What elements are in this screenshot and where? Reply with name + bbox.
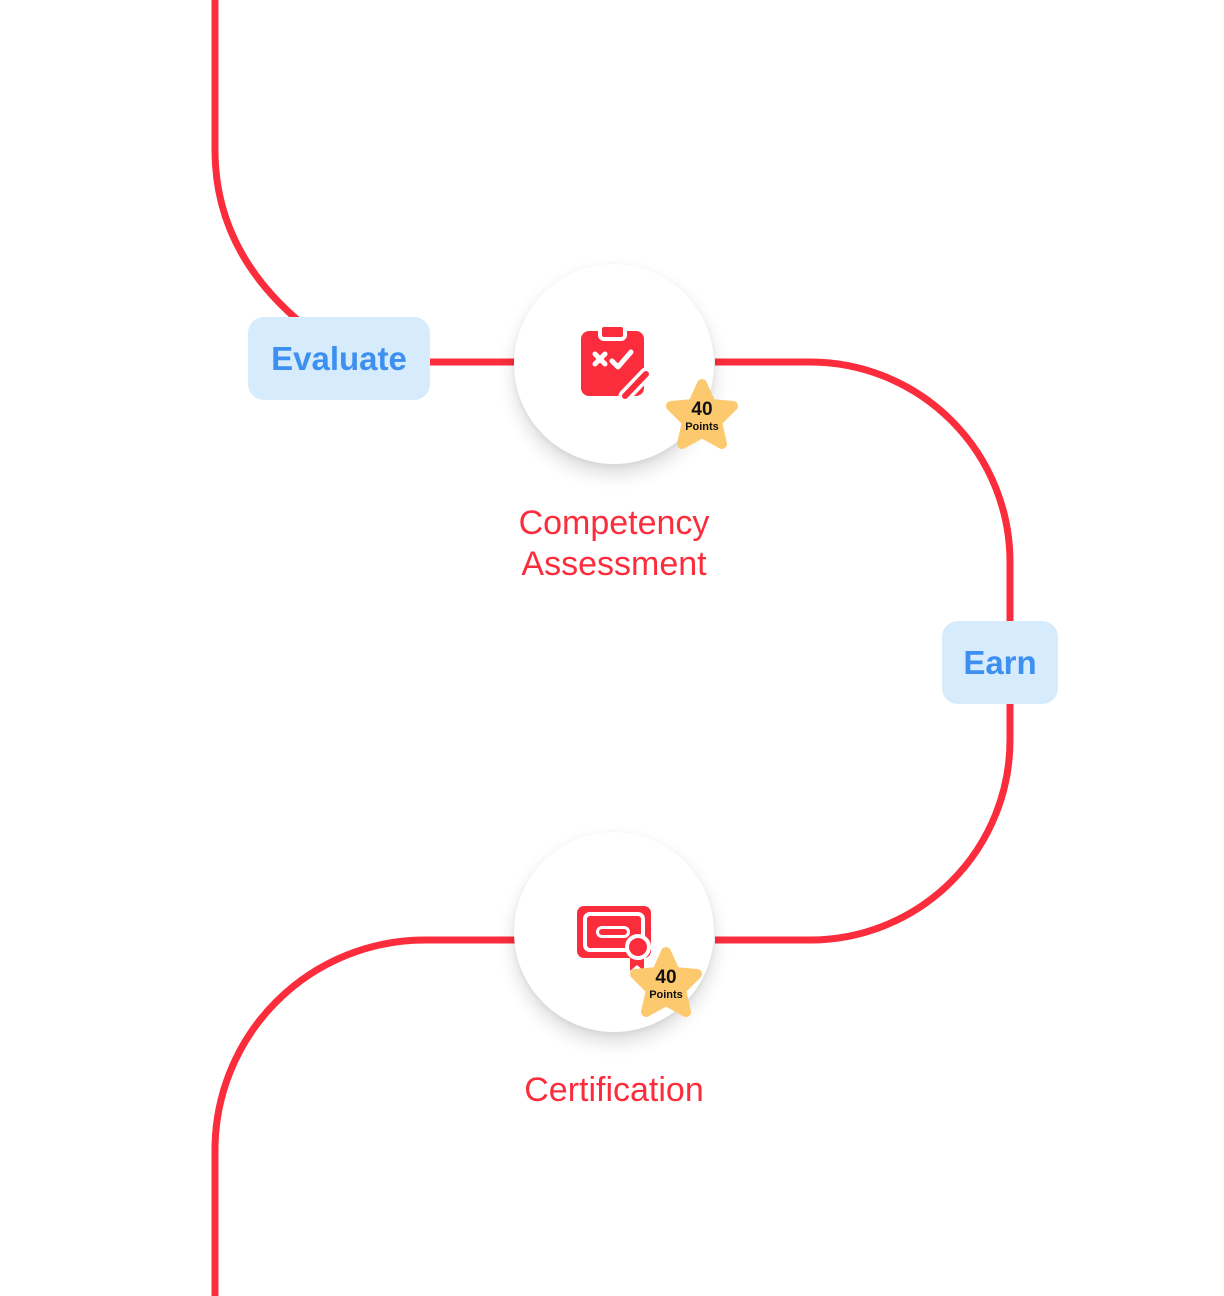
clipboard-check-icon (576, 323, 653, 407)
connector-label-earn: Earn (942, 621, 1058, 704)
points-unit: Points (685, 421, 719, 433)
star-icon (666, 379, 738, 449)
step-title: Competency Assessment (518, 504, 710, 583)
step-title: Certification (524, 1071, 704, 1109)
star-icon (630, 947, 702, 1017)
points-unit: Points (649, 989, 683, 1001)
points-value: 40 (655, 967, 677, 988)
path-line (211, 0, 1014, 1296)
certificate-icon (574, 903, 658, 978)
points-value: 40 (691, 399, 713, 420)
points-badge: 40 Points (660, 376, 744, 460)
connector-label-evaluate: Evaluate (248, 317, 430, 400)
points-badge: 40 Points (624, 944, 708, 1028)
